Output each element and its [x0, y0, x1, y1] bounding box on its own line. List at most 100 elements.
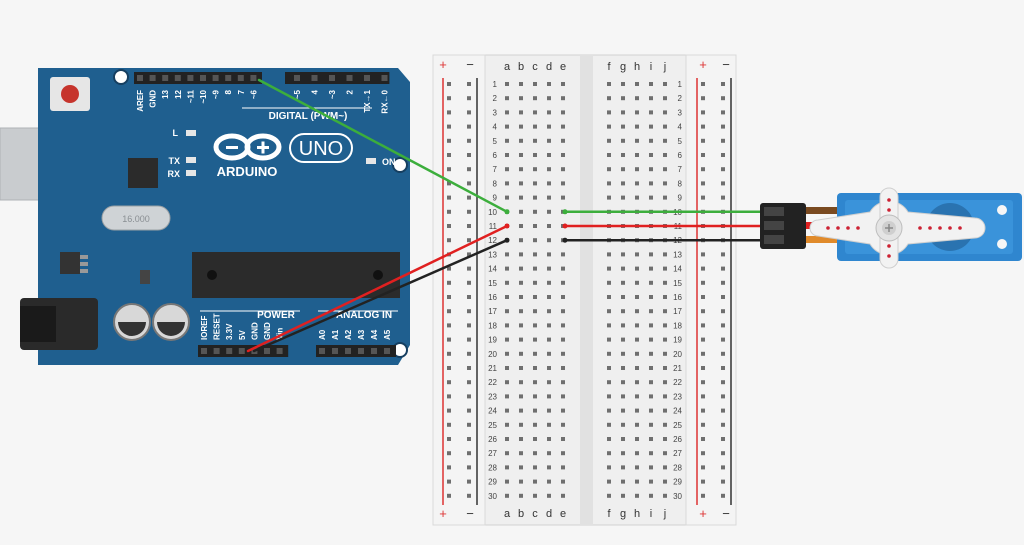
rail-hole[interactable] — [721, 394, 725, 399]
header-pin[interactable] — [212, 75, 219, 81]
rail-hole[interactable] — [721, 351, 725, 356]
breadboard-hole[interactable] — [505, 280, 509, 285]
breadboard-hole[interactable] — [519, 479, 523, 484]
breadboard-hole[interactable] — [519, 252, 523, 257]
breadboard-hole[interactable] — [649, 323, 653, 328]
rail-hole[interactable] — [447, 394, 451, 399]
breadboard-hole[interactable] — [607, 138, 611, 143]
breadboard-hole[interactable] — [547, 351, 551, 356]
breadboard-hole[interactable] — [635, 82, 639, 86]
breadboard-hole[interactable] — [621, 153, 625, 157]
rail-hole[interactable] — [721, 380, 725, 385]
breadboard-hole[interactable] — [533, 408, 537, 413]
breadboard-hole[interactable] — [561, 124, 565, 129]
breadboard-hole[interactable] — [505, 437, 509, 441]
breadboard-hole[interactable] — [621, 493, 625, 498]
rail-hole[interactable] — [447, 153, 451, 157]
breadboard-hole[interactable] — [505, 465, 509, 470]
breadboard-hole[interactable] — [607, 351, 611, 356]
rail-hole[interactable] — [701, 351, 705, 356]
breadboard-hole[interactable] — [621, 295, 625, 299]
header-pin[interactable] — [250, 75, 257, 81]
rail-hole[interactable] — [467, 82, 471, 86]
breadboard-hole[interactable] — [621, 82, 625, 86]
header-pin[interactable] — [384, 348, 390, 354]
rail-hole[interactable] — [721, 181, 725, 186]
breadboard-hole[interactable] — [607, 124, 611, 129]
rail-hole[interactable] — [701, 394, 705, 399]
rail-hole[interactable] — [701, 493, 705, 498]
breadboard-hole[interactable] — [519, 124, 523, 129]
rail-hole[interactable] — [467, 167, 471, 172]
breadboard-hole[interactable] — [519, 266, 523, 271]
header-pin[interactable] — [149, 75, 156, 81]
rail-hole[interactable] — [467, 366, 471, 370]
rail-hole[interactable] — [447, 280, 451, 285]
breadboard-hole[interactable] — [533, 465, 537, 470]
breadboard-hole[interactable] — [663, 351, 667, 356]
breadboard-hole[interactable] — [635, 337, 639, 342]
breadboard-hole[interactable] — [649, 280, 653, 285]
breadboard-hole[interactable] — [561, 82, 565, 86]
rail-hole[interactable] — [467, 238, 471, 243]
breadboard-hole[interactable] — [547, 252, 551, 257]
breadboard-hole[interactable] — [547, 337, 551, 342]
breadboard-hole[interactable] — [635, 195, 639, 200]
breadboard-hole[interactable] — [505, 451, 509, 456]
breadboard-hole[interactable] — [547, 408, 551, 413]
header-pin[interactable] — [238, 348, 245, 354]
breadboard-hole[interactable] — [547, 181, 551, 186]
breadboard-hole[interactable] — [561, 195, 565, 200]
breadboard-hole[interactable] — [663, 380, 667, 385]
breadboard-hole[interactable] — [547, 394, 551, 399]
breadboard-hole[interactable] — [649, 437, 653, 441]
rail-hole[interactable] — [701, 422, 705, 427]
rail-hole[interactable] — [467, 124, 471, 129]
breadboard-hole[interactable] — [547, 309, 551, 314]
header-pin[interactable] — [187, 75, 194, 81]
breadboard-hole[interactable] — [519, 96, 523, 101]
rail-hole[interactable] — [701, 96, 705, 101]
breadboard-hole[interactable] — [561, 252, 565, 257]
rail-hole[interactable] — [701, 266, 705, 271]
rail-hole[interactable] — [701, 167, 705, 172]
breadboard-hole[interactable] — [649, 181, 653, 186]
breadboard-hole[interactable] — [635, 479, 639, 484]
breadboard-hole[interactable] — [649, 337, 653, 342]
rail-hole[interactable] — [721, 195, 725, 200]
breadboard-hole[interactable] — [547, 493, 551, 498]
rail-hole[interactable] — [447, 110, 451, 115]
breadboard-hole[interactable] — [607, 380, 611, 385]
breadboard-hole[interactable] — [649, 479, 653, 484]
breadboard-hole[interactable] — [621, 351, 625, 356]
rail-hole[interactable] — [447, 337, 451, 342]
breadboard-hole[interactable] — [561, 408, 565, 413]
breadboard-hole[interactable] — [505, 110, 509, 115]
breadboard-hole[interactable] — [663, 252, 667, 257]
rail-hole[interactable] — [447, 309, 451, 314]
rail-hole[interactable] — [447, 181, 451, 186]
breadboard-hole[interactable] — [607, 408, 611, 413]
breadboard-hole[interactable] — [635, 422, 639, 427]
breadboard-hole[interactable] — [607, 451, 611, 456]
breadboard-hole[interactable] — [505, 309, 509, 314]
breadboard-hole[interactable] — [519, 195, 523, 200]
breadboard-hole[interactable] — [635, 96, 639, 101]
breadboard-hole[interactable] — [533, 209, 537, 214]
rail-hole[interactable] — [447, 479, 451, 484]
rail-hole[interactable] — [447, 366, 451, 370]
rail-hole[interactable] — [701, 110, 705, 115]
rail-hole[interactable] — [447, 351, 451, 356]
breadboard-hole[interactable] — [533, 479, 537, 484]
breadboard-hole[interactable] — [663, 493, 667, 498]
breadboard-hole[interactable] — [547, 110, 551, 115]
breadboard-hole[interactable] — [533, 323, 537, 328]
reset-button-cap[interactable] — [61, 85, 79, 103]
rail-hole[interactable] — [467, 295, 471, 299]
breadboard-hole[interactable] — [547, 124, 551, 129]
rail-hole[interactable] — [721, 422, 725, 427]
breadboard-hole[interactable] — [607, 96, 611, 101]
breadboard-hole[interactable] — [561, 394, 565, 399]
breadboard-hole[interactable] — [635, 266, 639, 271]
rail-hole[interactable] — [701, 153, 705, 157]
